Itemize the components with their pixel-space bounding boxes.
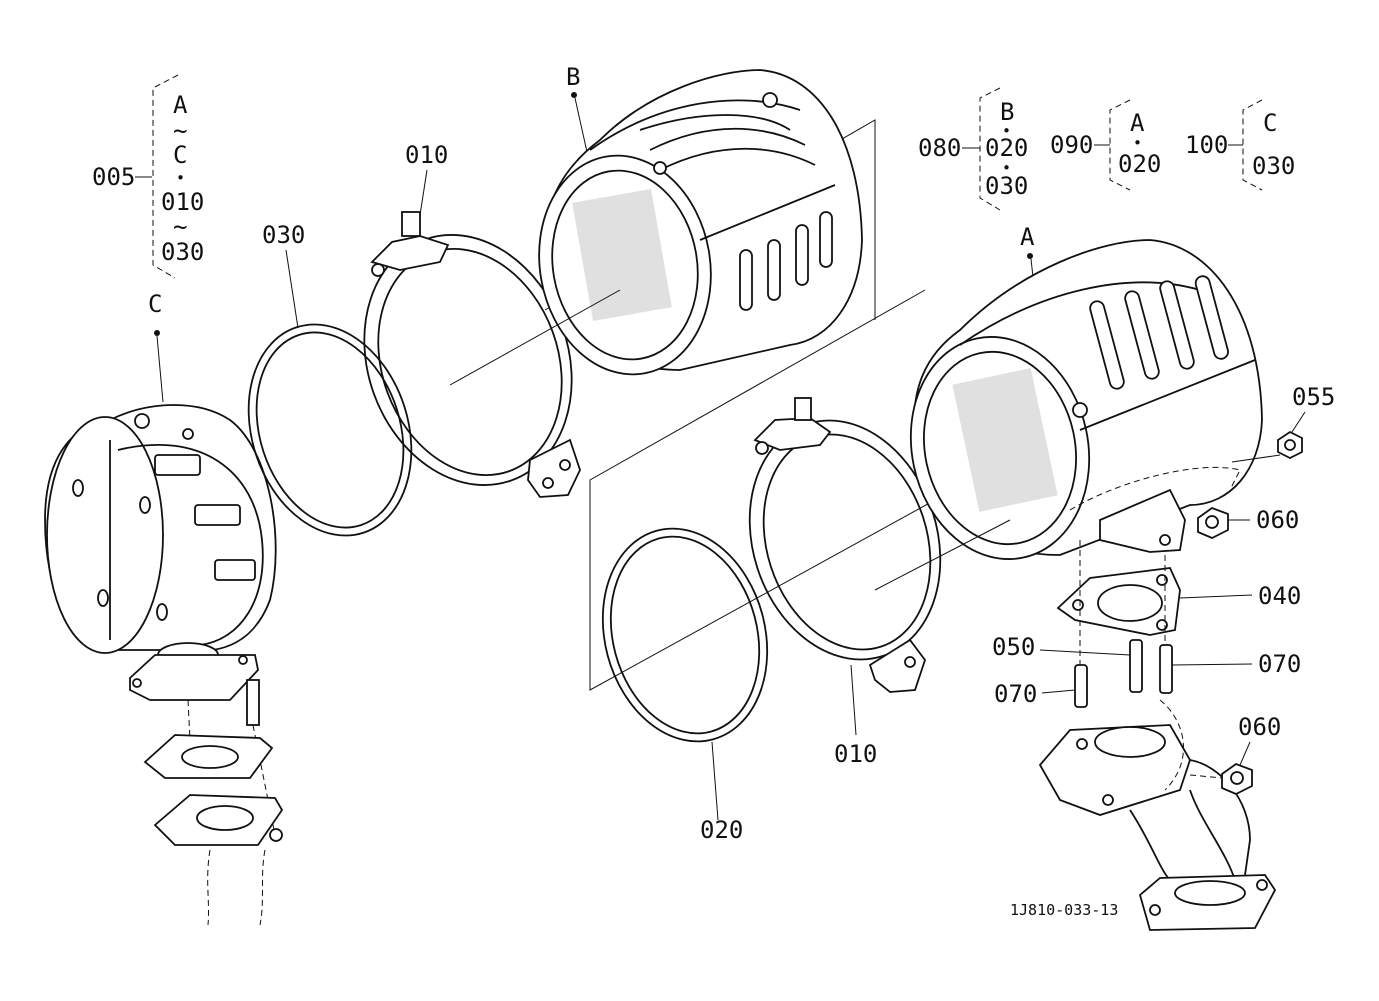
gasket-ring-030[interactable]: 030 bbox=[222, 221, 437, 557]
b090-dot: • bbox=[1133, 134, 1142, 152]
filter-a[interactable]: A bbox=[874, 223, 1263, 591]
b080-030: 030 bbox=[985, 172, 1028, 200]
filter-b[interactable]: B bbox=[449, 63, 863, 388]
label-100[interactable]: 100 bbox=[1185, 131, 1228, 159]
bracket-005: 005 A ~ C • 010 ~ 030 bbox=[92, 74, 204, 279]
nut-060-upper[interactable]: 060 bbox=[1197, 506, 1299, 539]
b005-030: 030 bbox=[161, 238, 204, 266]
drawing-id: 1J810-033-13 bbox=[1010, 901, 1118, 919]
axis-box-lower bbox=[589, 289, 936, 691]
b100-030: 030 bbox=[1252, 152, 1295, 180]
b080-b: B bbox=[1000, 98, 1014, 126]
bracket-090: 090 A • 020 bbox=[1050, 99, 1161, 191]
nut-060-lower[interactable]: 060 bbox=[1189, 713, 1281, 795]
b005-a: A bbox=[173, 91, 188, 119]
b080-dot2: • bbox=[1002, 159, 1011, 177]
b100-c: C bbox=[1263, 109, 1277, 137]
label-050[interactable]: 050 bbox=[992, 633, 1035, 661]
label-060-lower[interactable]: 060 bbox=[1238, 713, 1281, 741]
label-020[interactable]: 020 bbox=[700, 816, 743, 844]
b005-dot: • bbox=[176, 169, 185, 187]
studs-050-070[interactable]: 050 070 070 bbox=[992, 540, 1301, 708]
label-010-upper[interactable]: 010 bbox=[405, 141, 448, 169]
label-a[interactable]: A bbox=[1020, 223, 1035, 251]
label-070-left[interactable]: 070 bbox=[994, 680, 1037, 708]
clamp-010-lower[interactable]: 010 bbox=[720, 396, 970, 768]
label-080[interactable]: 080 bbox=[918, 134, 961, 162]
muffler-c[interactable]: C bbox=[44, 290, 284, 926]
b005-c: C bbox=[173, 141, 187, 169]
outlet-pipe[interactable] bbox=[1038, 699, 1277, 931]
b005-tilde2: ~ bbox=[173, 213, 187, 241]
b080-dot1: • bbox=[1002, 122, 1011, 140]
label-010-lower[interactable]: 010 bbox=[834, 740, 877, 768]
label-055[interactable]: 055 bbox=[1292, 383, 1335, 411]
b090-020: 020 bbox=[1118, 150, 1161, 178]
label-b[interactable]: B bbox=[566, 63, 580, 91]
bracket-080: 080 B • 020 • 030 bbox=[918, 87, 1028, 211]
gasket-040[interactable]: 040 bbox=[1056, 567, 1301, 636]
bracket-100: 100 C 030 bbox=[1185, 99, 1295, 191]
label-030[interactable]: 030 bbox=[262, 221, 305, 249]
b005-tilde1: ~ bbox=[173, 117, 187, 145]
label-c[interactable]: C bbox=[148, 290, 162, 318]
label-090[interactable]: 090 bbox=[1050, 131, 1093, 159]
label-060-upper[interactable]: 060 bbox=[1256, 506, 1299, 534]
label-005[interactable]: 005 bbox=[92, 163, 135, 191]
b005-010: 010 bbox=[161, 188, 204, 216]
b080-020: 020 bbox=[985, 134, 1028, 162]
label-040[interactable]: 040 bbox=[1258, 582, 1301, 610]
label-070-right[interactable]: 070 bbox=[1258, 650, 1301, 678]
gasket-ring-020[interactable]: 020 bbox=[580, 510, 790, 844]
b090-a: A bbox=[1130, 109, 1145, 137]
nut-055[interactable]: 055 bbox=[1231, 383, 1335, 463]
